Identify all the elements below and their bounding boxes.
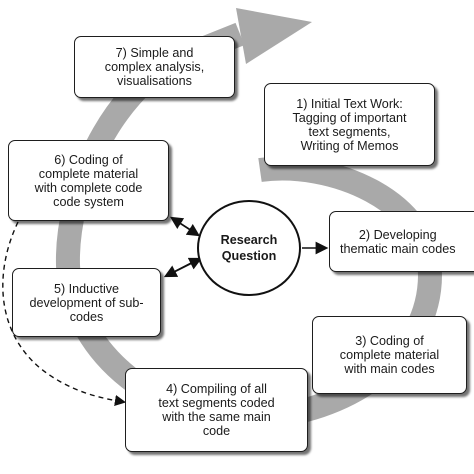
- dashed-feedback-arrow: [2, 221, 127, 407]
- step-1-box: 1) Initial Text Work: Tagging of importa…: [264, 83, 435, 166]
- connector-center-step6-back: [177, 221, 201, 237]
- step-6-label: 6) Coding of complete material with comp…: [34, 152, 143, 209]
- step-5-label: 5) Inductive development of sub- codes: [29, 281, 144, 324]
- step-5-box: 5) Inductive development of sub- codes: [12, 268, 161, 337]
- step-2-label: 2) Developing thematic main codes: [340, 227, 456, 256]
- step-7-box: 7) Simple and complex analysis, visualis…: [74, 36, 235, 98]
- research-question-circle: Research Question: [197, 200, 301, 296]
- research-question-label: Research Question: [220, 233, 278, 263]
- step-3-box: 3) Coding of complete material with main…: [312, 316, 467, 394]
- step-2-box: 2) Developing thematic main codes: [329, 211, 474, 272]
- step-1-label: 1) Initial Text Work: Tagging of importa…: [292, 96, 407, 153]
- step-6-box: 6) Coding of complete material with comp…: [8, 140, 169, 221]
- step-4-label: 4) Compiling of all text segments coded …: [158, 382, 275, 438]
- cycle-arrowhead: [236, 8, 312, 64]
- step-3-label: 3) Coding of complete material with main…: [339, 334, 440, 376]
- step-7-label: 7) Simple and complex analysis, visualis…: [104, 46, 205, 88]
- connector-center-step5-back: [171, 257, 203, 274]
- step-4-box: 4) Compiling of all text segments coded …: [125, 368, 308, 452]
